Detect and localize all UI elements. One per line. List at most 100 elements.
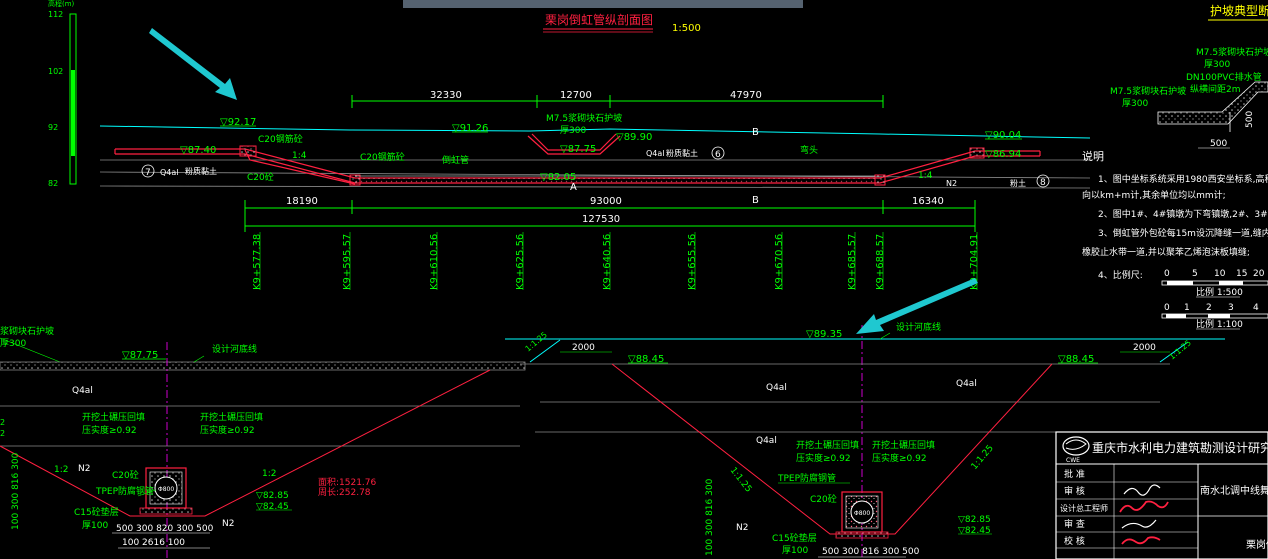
drawing-scale: 1:500 (672, 23, 701, 34)
section-a: A (570, 182, 577, 193)
csb-fill-2b: 压实度≥0.92 (872, 452, 927, 464)
ground-surface-line (99, 125, 1091, 139)
sd-thk-a: 厚300 (1204, 59, 1230, 70)
notes-line-5: 橡胶止水带一道,并以聚苯乙烯泡沫板填缝; (1082, 246, 1250, 258)
notes-panel: 说明 1、图中坐标系统采用1980西安坐标系,高程系统采用19 向以km+m计,… (1082, 149, 1268, 330)
lbl-c20-bottom: C20砼 (247, 171, 274, 183)
section-b-bottom: B (752, 195, 759, 206)
tb-row-2: 设计总工程师 (1060, 503, 1108, 513)
level-82: 82 (48, 179, 58, 188)
csa-dims2: 100 2616 100 (122, 538, 185, 548)
arrow-bottom-right (856, 278, 978, 334)
lbl-bend: 弯头 (800, 144, 818, 156)
level-112: 112 (48, 10, 63, 19)
csb-design-line: 设计河底线 (896, 321, 941, 333)
geo-num-right: 8 (1040, 178, 1046, 188)
sd-thk-b: 厚300 (1122, 98, 1148, 109)
lbl-slope-r: 1:4 (918, 171, 933, 181)
csb-slope-r: 1:1.25 (970, 443, 996, 471)
csb-dim-l: 2000 (572, 343, 595, 353)
sb2-label: 比例 1:100 (1196, 318, 1243, 330)
csa-fill-1b: 压实度≥0.92 (82, 424, 137, 436)
svg-text:高程(m): 高程(m) (48, 0, 75, 8)
csa-el-top: ▽87.75 (122, 350, 158, 361)
sb1-tick-0: 0 (1164, 269, 1170, 279)
csa-dims: 500 300 820 300 500 (116, 524, 214, 534)
section-b-top: B (752, 127, 759, 138)
signature-2 (1119, 500, 1169, 513)
el-87-40: ▽87.40 (180, 145, 216, 156)
chainage-6: K9+670.56 (774, 234, 785, 290)
soil-left: 粉质黏土 (185, 166, 217, 176)
csb-n2: N2 (736, 523, 748, 533)
dim-12700: 12700 (560, 90, 592, 101)
csb-dim-r: 2000 (1133, 343, 1156, 353)
cross-section-left: 浆砌块石护坡 厚300 ▽87.75 设计河底线 Q4al 开挖土碾压回填 压实… (0, 325, 526, 559)
sb1-label: 比例 1:500 (1196, 286, 1243, 298)
csa-area-1: 面积:1521.76 (318, 476, 377, 488)
notes-line-6: 4、比例尺: (1098, 269, 1143, 281)
csa-c20: C20砼 (112, 469, 139, 481)
level-scale-bar: 112 102 92 82 高程(m) (48, 0, 77, 188)
csa-m75: 浆砌块石护坡 (0, 325, 54, 337)
csb-soil-r: Q4al (956, 379, 977, 389)
sd-m75-a: M7.5浆砌块石护坡 (1196, 46, 1268, 58)
csa-pipe-dia: Φ800 (158, 486, 174, 493)
csa-tpep: TPEP防腐钢管 (95, 485, 154, 497)
title-block: CWE 重庆市水利电力建筑勘测设计研究院 批 准 审 核 设计总工程师 审 查 … (1055, 431, 1268, 559)
lbl-m75: M7.5浆砌块石护坡 (546, 112, 622, 124)
annotation-arrows (149, 28, 978, 334)
csb-slope-l: 1:1.25 (728, 466, 754, 495)
csb-fill-1: 开挖土碾压回填 (796, 439, 859, 451)
tb-row-4: 校 核 (1064, 535, 1085, 547)
chainage-1: K9+595.57 (342, 234, 353, 290)
csb-fill-2: 开挖土碾压回填 (872, 439, 935, 451)
sd-pvc: DN100PVC排水管 (1186, 71, 1262, 83)
slope-detail-title: 护坡典型断面图 (1210, 3, 1268, 18)
sb2-tick-3: 3 (1228, 303, 1234, 313)
el-87-75: ▽87.75 (560, 144, 596, 155)
dim-32330: 32330 (430, 90, 462, 101)
csb-el-a: ▽82.85 (958, 515, 991, 525)
sb1-tick-5: 5 (1192, 269, 1198, 279)
tb-project: 南水北调中线舞钢市 (1200, 484, 1268, 497)
csb-c20: C20砼 (810, 493, 837, 505)
chainage-3: K9+625.56 (515, 234, 526, 290)
csa-fill-1: 开挖土碾压回填 (82, 411, 145, 423)
el-89-90: ▽89.90 (616, 132, 652, 143)
tb-row-3: 审 查 (1064, 518, 1085, 530)
csa-thk100: 厚100 (82, 520, 108, 531)
notes-line-2: 向以km+m计,其余单位均以mm计; (1082, 189, 1226, 201)
notes-line-3: 2、图中1#、4#镇墩为下弯镇墩,2#、3#镇墩为上 (1098, 208, 1268, 220)
longitudinal-profile: 栗岗倒虹管纵剖面图 1:500 112 102 92 82 高程(m) 3233… (48, 0, 1091, 290)
chainage-7: K9+685.57 (847, 234, 858, 290)
institute-logo-icon: CWE (1062, 436, 1090, 464)
csb-pipe-dia: Φ800 (854, 510, 870, 517)
notes-heading: 说明 (1082, 149, 1104, 163)
geo-num-mid: 6 (715, 150, 721, 160)
csa-el-b: ▽82.45 (256, 502, 289, 512)
level-102: 102 (48, 67, 63, 76)
geo-code-right: N2 (946, 179, 957, 188)
sb1-tick-15: 15 (1236, 269, 1247, 279)
chainage-labels: K9+577.38 K9+595.57 K9+610.56 K9+625.56 … (252, 232, 980, 290)
csa-soil: Q4al (72, 386, 93, 396)
csb-thk100: 厚100 (782, 545, 808, 556)
el-86-94: ▽86.94 (985, 149, 1021, 160)
csa-design-line: 设计河底线 (212, 343, 257, 355)
csa-el-a: ▽82.85 (256, 491, 289, 501)
csb-tpep: TPEP防腐钢管 (777, 472, 836, 484)
csa-trench-outline (0, 369, 491, 517)
slope-detail: 护坡典型断面图 M7.5浆砌块石护坡 厚300 DN100PVC排水管 纵横间距… (1110, 3, 1268, 149)
csb-soil-l: Q4al (766, 383, 787, 393)
lbl-thk300: 厚300 (560, 125, 586, 136)
tb-drawing-name: 栗岗倒 (1246, 539, 1268, 551)
csb-vert-dim: 100 300 816 300 (705, 478, 715, 556)
el-82-05: ▽82.05 (540, 172, 576, 183)
csb-el-b: ▽82.45 (958, 526, 991, 536)
bottom-dimensions (244, 200, 976, 232)
csa-vert-dim: 100 300 816 300 (11, 452, 21, 530)
csa-c15: C15砼垫层 (74, 506, 119, 518)
top-dimensions (351, 95, 884, 108)
